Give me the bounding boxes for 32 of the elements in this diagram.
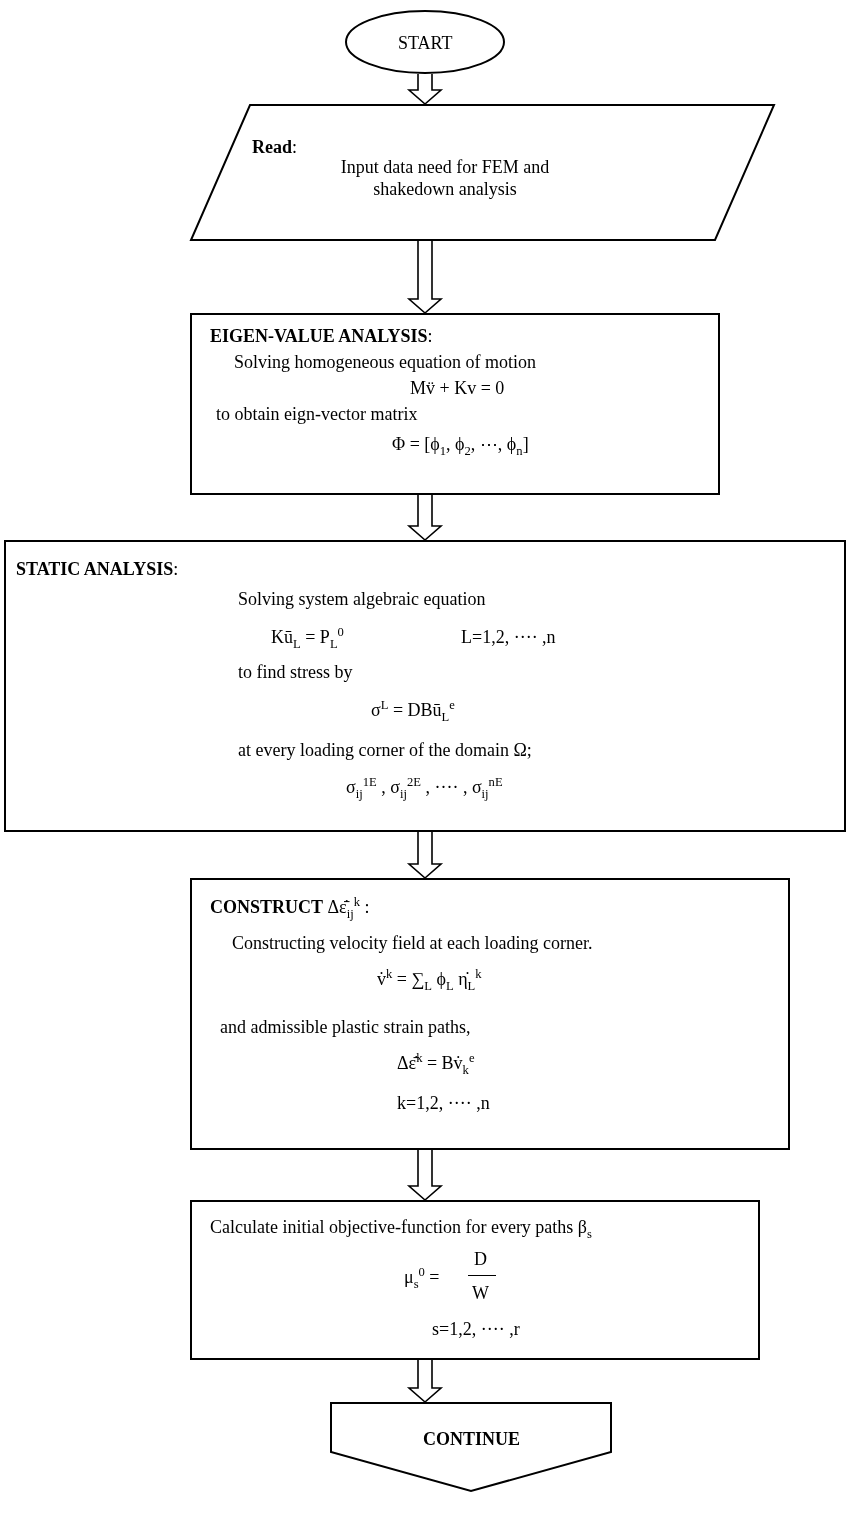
- formula: μ$_{s}$$^{0}$ =: [404, 1266, 440, 1288]
- formula: Φ = [ϕ$_{1}$, ϕ$_{2}$, ⋯, ϕ$_{n}$]: [392, 433, 529, 455]
- formula: Mv̈ + Kv = 0: [410, 377, 505, 399]
- hollow-arrow: [406, 73, 444, 106]
- process-box: [190, 313, 720, 495]
- hollow-arrow: [406, 1359, 444, 1404]
- step-text: Solving system algebraic equation: [238, 588, 486, 610]
- process-box: [4, 540, 846, 832]
- process-box: [190, 878, 790, 1150]
- step-text: at every loading corner of the domain Ω;: [238, 739, 532, 761]
- hollow-arrow: [406, 1149, 444, 1202]
- step-text: to obtain eign-vector matrix: [216, 403, 418, 425]
- step-heading: Read:: [252, 136, 297, 158]
- formula: L=1,2, ···· ,n: [461, 626, 556, 648]
- step-text: Input data need for FEM and shakedown analysis: [339, 156, 551, 200]
- terminator-label: START: [398, 32, 453, 54]
- formula: D: [474, 1248, 487, 1270]
- process-box: [190, 1200, 760, 1360]
- hollow-arrow: [406, 494, 444, 542]
- hollow-arrow: [406, 831, 444, 880]
- formula: k=1,2, ···· ,n: [397, 1092, 490, 1114]
- step-text: Constructing velocity field at each loading corner.: [232, 932, 593, 954]
- step-heading: STATIC ANALYSIS:: [16, 558, 179, 580]
- step-text: Solving homogeneous equation of motion: [234, 351, 536, 373]
- formula: s=1,2, ···· ,r: [432, 1318, 520, 1340]
- terminator-label: CONTINUE: [423, 1428, 520, 1450]
- formula: W: [472, 1282, 489, 1304]
- step-text: to find stress by: [238, 661, 353, 683]
- hollow-arrow: [406, 240, 444, 315]
- step-text: Calculate initial objective-function for every paths β$_{s}$: [210, 1216, 592, 1238]
- step-heading: EIGEN-VALUE ANALYSIS:: [210, 325, 433, 347]
- step-text: and admissible plastic strain paths,: [220, 1016, 471, 1038]
